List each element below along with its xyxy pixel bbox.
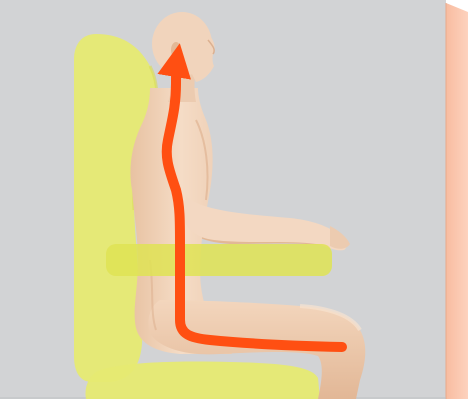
chair-seat	[85, 361, 320, 399]
side-panel	[446, 3, 468, 399]
chair-armrest	[106, 244, 332, 276]
